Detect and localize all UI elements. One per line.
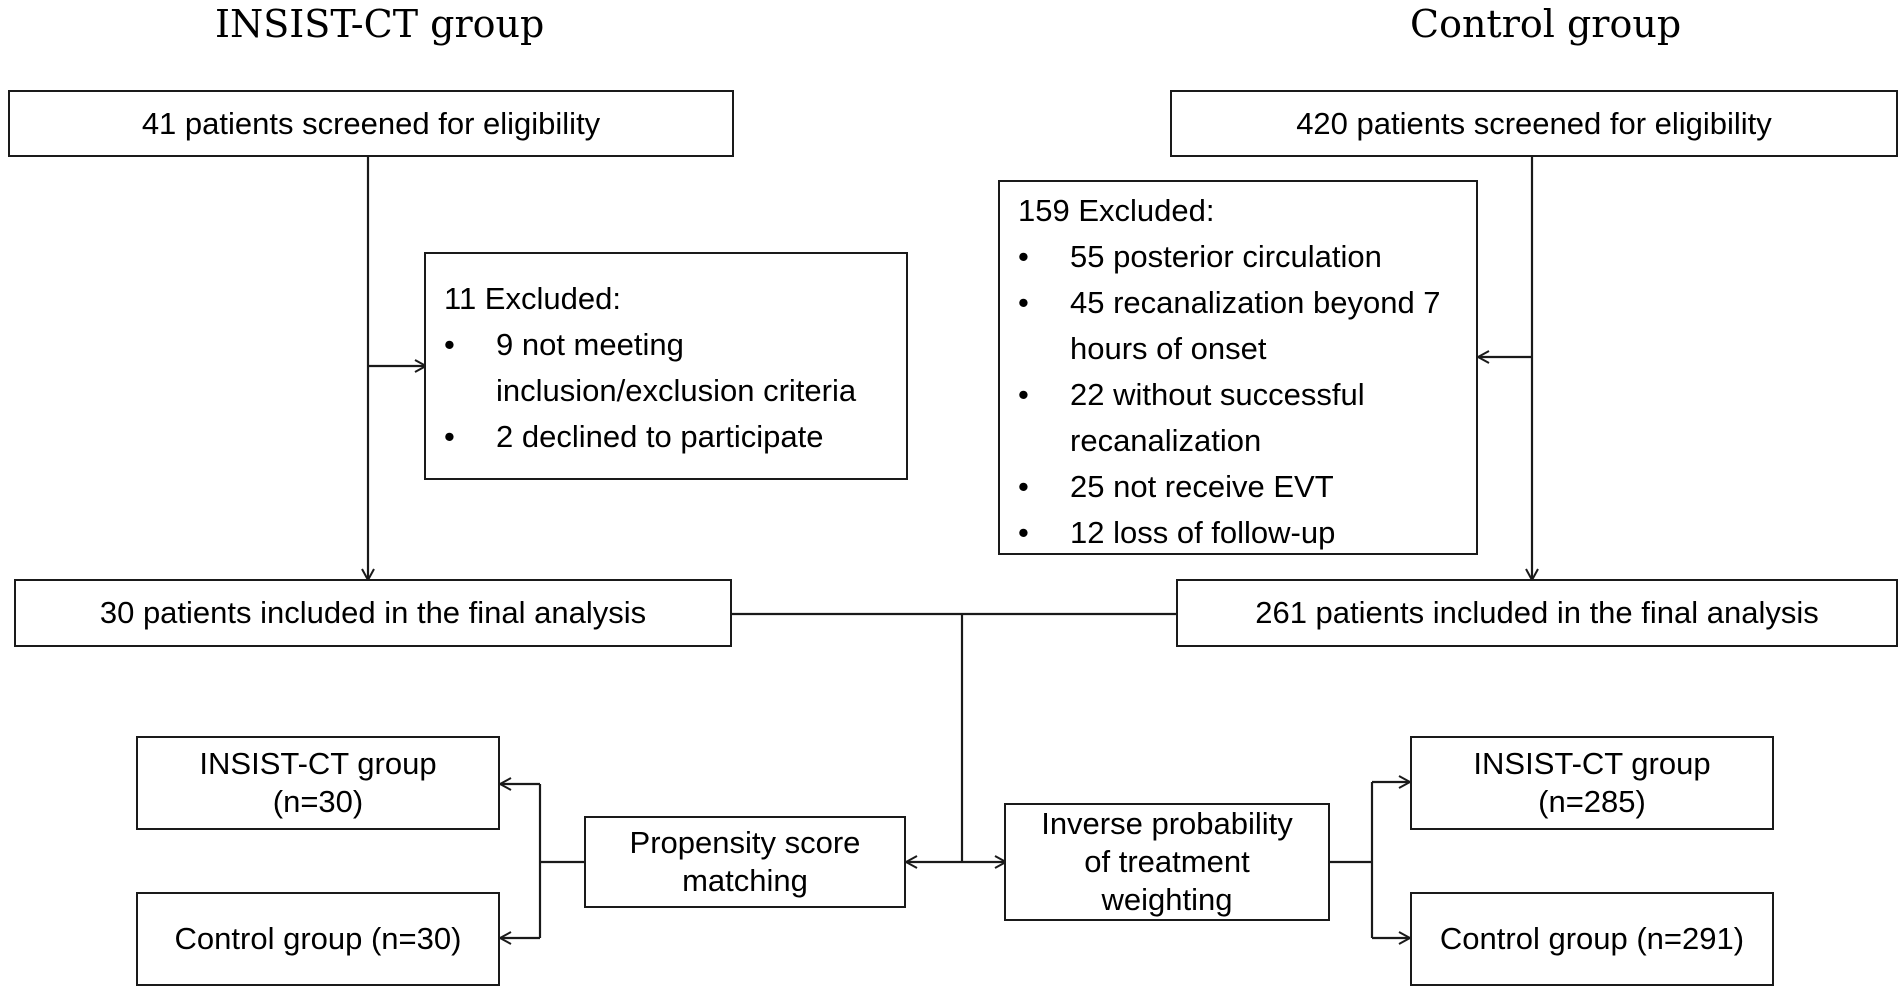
right-screened-box: 420 patients screened for eligibility [1170, 90, 1898, 157]
list-item: • 25 not receive EVT [1018, 464, 1458, 510]
item-line: 2 declined to participate [496, 419, 824, 454]
psm-insist-line: (n=30) [272, 784, 364, 819]
right-included-box: 261 patients included in the final analy… [1176, 579, 1898, 647]
item-line: 9 not meeting [496, 327, 684, 362]
bullet: • [1018, 377, 1029, 412]
left-group-header: INSIST-CT group [215, 2, 545, 46]
psm-insist-box: INSIST-CT group (n=30) [136, 736, 500, 830]
item-line: 25 not receive EVT [1070, 469, 1334, 504]
item-line: recanalization [1070, 423, 1262, 458]
right-included-text: 261 patients included in the final analy… [1255, 595, 1819, 630]
iptw-line: of treatment [1084, 844, 1250, 879]
bullet: • [1018, 239, 1029, 274]
psm-control-text: Control group (n=30) [174, 921, 462, 956]
left-excluded-box: 11 Excluded: • 9 not meeting inclusion/exc… [424, 252, 908, 480]
item-line: hours of onset [1070, 331, 1267, 366]
bullet: • [444, 327, 455, 362]
left-screened-box: 41 patients screened for eligibility [8, 90, 734, 157]
item-line: 12 loss of follow-up [1070, 515, 1336, 550]
list-item: • 45 recanalization beyond 7 hours of onse… [1018, 280, 1458, 372]
right-group-header: Control group [1410, 2, 1682, 46]
item-line: 22 without successful [1070, 377, 1365, 412]
iptw-line: Inverse probability [1041, 806, 1293, 841]
bullet: • [1018, 515, 1029, 550]
left-excluded-list: • 9 not meeting inclusion/exclusion criter… [444, 322, 888, 460]
list-item: • 12 loss of follow-up [1018, 510, 1458, 556]
bullet: • [1018, 285, 1029, 320]
iptw-line: weighting [1101, 882, 1233, 917]
left-included-box: 30 patients included in the final analys… [14, 579, 732, 647]
right-excluded-list: • 55 posterior circulation • 45 recanaliza… [1018, 234, 1458, 556]
bullet: • [1018, 469, 1029, 504]
left-excluded-label: 11 Excluded: [444, 281, 621, 316]
bullet: • [444, 419, 455, 454]
right-excluded-label: 159 Excluded: [1018, 193, 1215, 228]
left-screened-text: 41 patients screened for eligibility [141, 105, 601, 141]
psm-line: matching [682, 863, 808, 898]
item-line: 55 posterior circulation [1070, 239, 1382, 274]
item-line: 45 recanalization beyond 7 [1070, 285, 1441, 320]
psm-control-box: Control group (n=30) [136, 892, 500, 986]
iptw-box: Inverse probability of treatment weighti… [1004, 803, 1330, 921]
item-line: inclusion/exclusion criteria [496, 373, 857, 408]
iptw-insist-line: (n=285) [1538, 784, 1646, 819]
iptw-insist-box: INSIST-CT group (n=285) [1410, 736, 1774, 830]
iptw-control-text: Control group (n=291) [1439, 921, 1745, 956]
left-included-text: 30 patients included in the final analys… [99, 595, 647, 630]
psm-insist-line: INSIST-CT group [199, 746, 437, 781]
psm-box: Propensity score matching [584, 816, 906, 908]
iptw-insist-line: INSIST-CT group [1473, 746, 1711, 781]
list-item: • 55 posterior circulation [1018, 234, 1458, 280]
list-item: • 22 without successful recanalization [1018, 372, 1458, 464]
list-item: • 9 not meeting inclusion/exclusion criter… [444, 322, 888, 414]
iptw-control-box: Control group (n=291) [1410, 892, 1774, 986]
list-item: • 2 declined to participate [444, 414, 888, 460]
psm-line: Propensity score [629, 825, 861, 860]
right-screened-text: 420 patients screened for eligibility [1296, 105, 1772, 141]
right-excluded-box: 159 Excluded: • 55 posterior circulation … [998, 180, 1478, 555]
